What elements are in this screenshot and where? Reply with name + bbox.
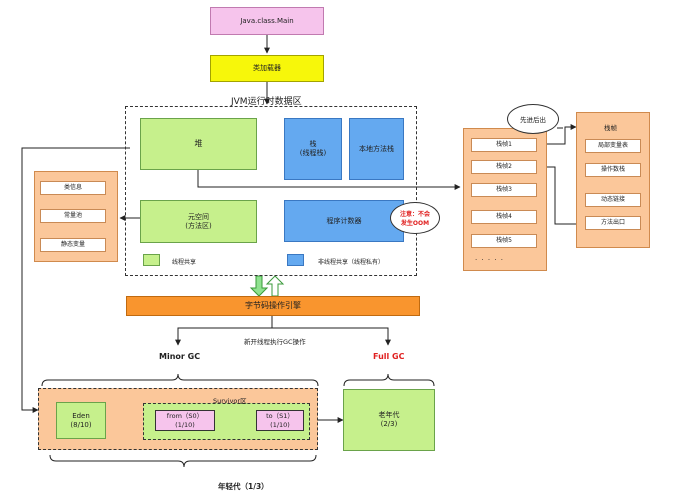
old-gen-box: 老年代 (2/3) [343,389,435,451]
eden-label: Eden [72,411,90,420]
stack-frame-2: 栈帧2 [471,160,537,174]
return-address-item: 方法出口 [585,216,641,230]
legend-shared-swatch [143,254,160,266]
stack-label: 栈 [309,140,317,149]
metaspace-sublabel: (方法区) [185,221,212,230]
legend-shared-label: 线程共享 [172,259,197,266]
eden-box: Eden (8/10) [56,402,106,439]
eden-ratio: (8/10) [70,420,92,429]
local-vars-item: 局部变量表 [585,139,641,153]
stack-frame-5: 栈帧5 [471,234,537,248]
operand-stack-item: 操作数栈 [585,163,641,177]
lifo-cloud: 先进后出 [507,104,559,134]
from-s0-box: from（S0） (1/10) [155,410,215,431]
to-s1-box: to（S1） (1/10) [256,410,304,431]
runtime-area [125,106,417,276]
gc-thread-note: 新开线程执行GC操作 [244,338,306,346]
frame-detail-title: 栈帧 [604,124,617,132]
stack-frame-3: 栈帧3 [471,183,537,197]
old-gen-ratio: (2/3) [380,420,398,428]
stack-frame-1: 栈帧1 [471,138,537,152]
dynamic-link-item: 动态链接 [585,193,641,207]
static-vars-item: 静态变量 [40,238,106,252]
minor-gc-label: Minor GC [159,352,201,361]
young-gen-label: 年轻代（1/3） [218,482,269,491]
legend-private-swatch [287,254,304,266]
stack-box: 栈 (线程栈) [284,118,342,180]
from-s0-ratio: (1/10) [175,420,195,429]
class-info-item: 类信息 [40,181,106,195]
bytecode-engine-box: 字节码操作引擎 [126,296,420,316]
metaspace-label: 元空间 [188,212,209,221]
constant-pool-item: 常量池 [40,209,106,223]
stack-frames-ellipsis: . . . . . [475,254,505,262]
oom-note: 注意：不会 发生OOM [390,202,440,234]
to-s1-ratio: (1/10) [270,420,290,429]
stack-sublabel: (线程栈) [299,149,327,157]
full-gc-label: Full GC [373,352,405,361]
stack-frame-4: 栈帧4 [471,210,537,224]
heap-box: 堆 [140,118,257,170]
survivor-label: Survivor区 [213,397,247,405]
to-s1-label: to（S1） [266,412,294,421]
native-stack-box: 本地方法栈 [349,118,404,180]
main-class-box: Java.class.Main [210,7,324,35]
program-counter-box: 程序计数器 [284,200,404,242]
oom-note-line2: 发生OOM [400,220,430,227]
legend-private-label: 非线程共享（线程私有） [318,259,385,266]
metaspace-box: 元空间 (方法区) [140,200,257,243]
from-s0-label: from（S0） [166,412,204,421]
old-gen-label: 老年代 [378,411,400,420]
oom-note-line1: 注意：不会 [399,211,430,218]
class-loader-box: 类加载器 [210,55,324,82]
runtime-title: JVM运行时数据区 [231,97,302,107]
